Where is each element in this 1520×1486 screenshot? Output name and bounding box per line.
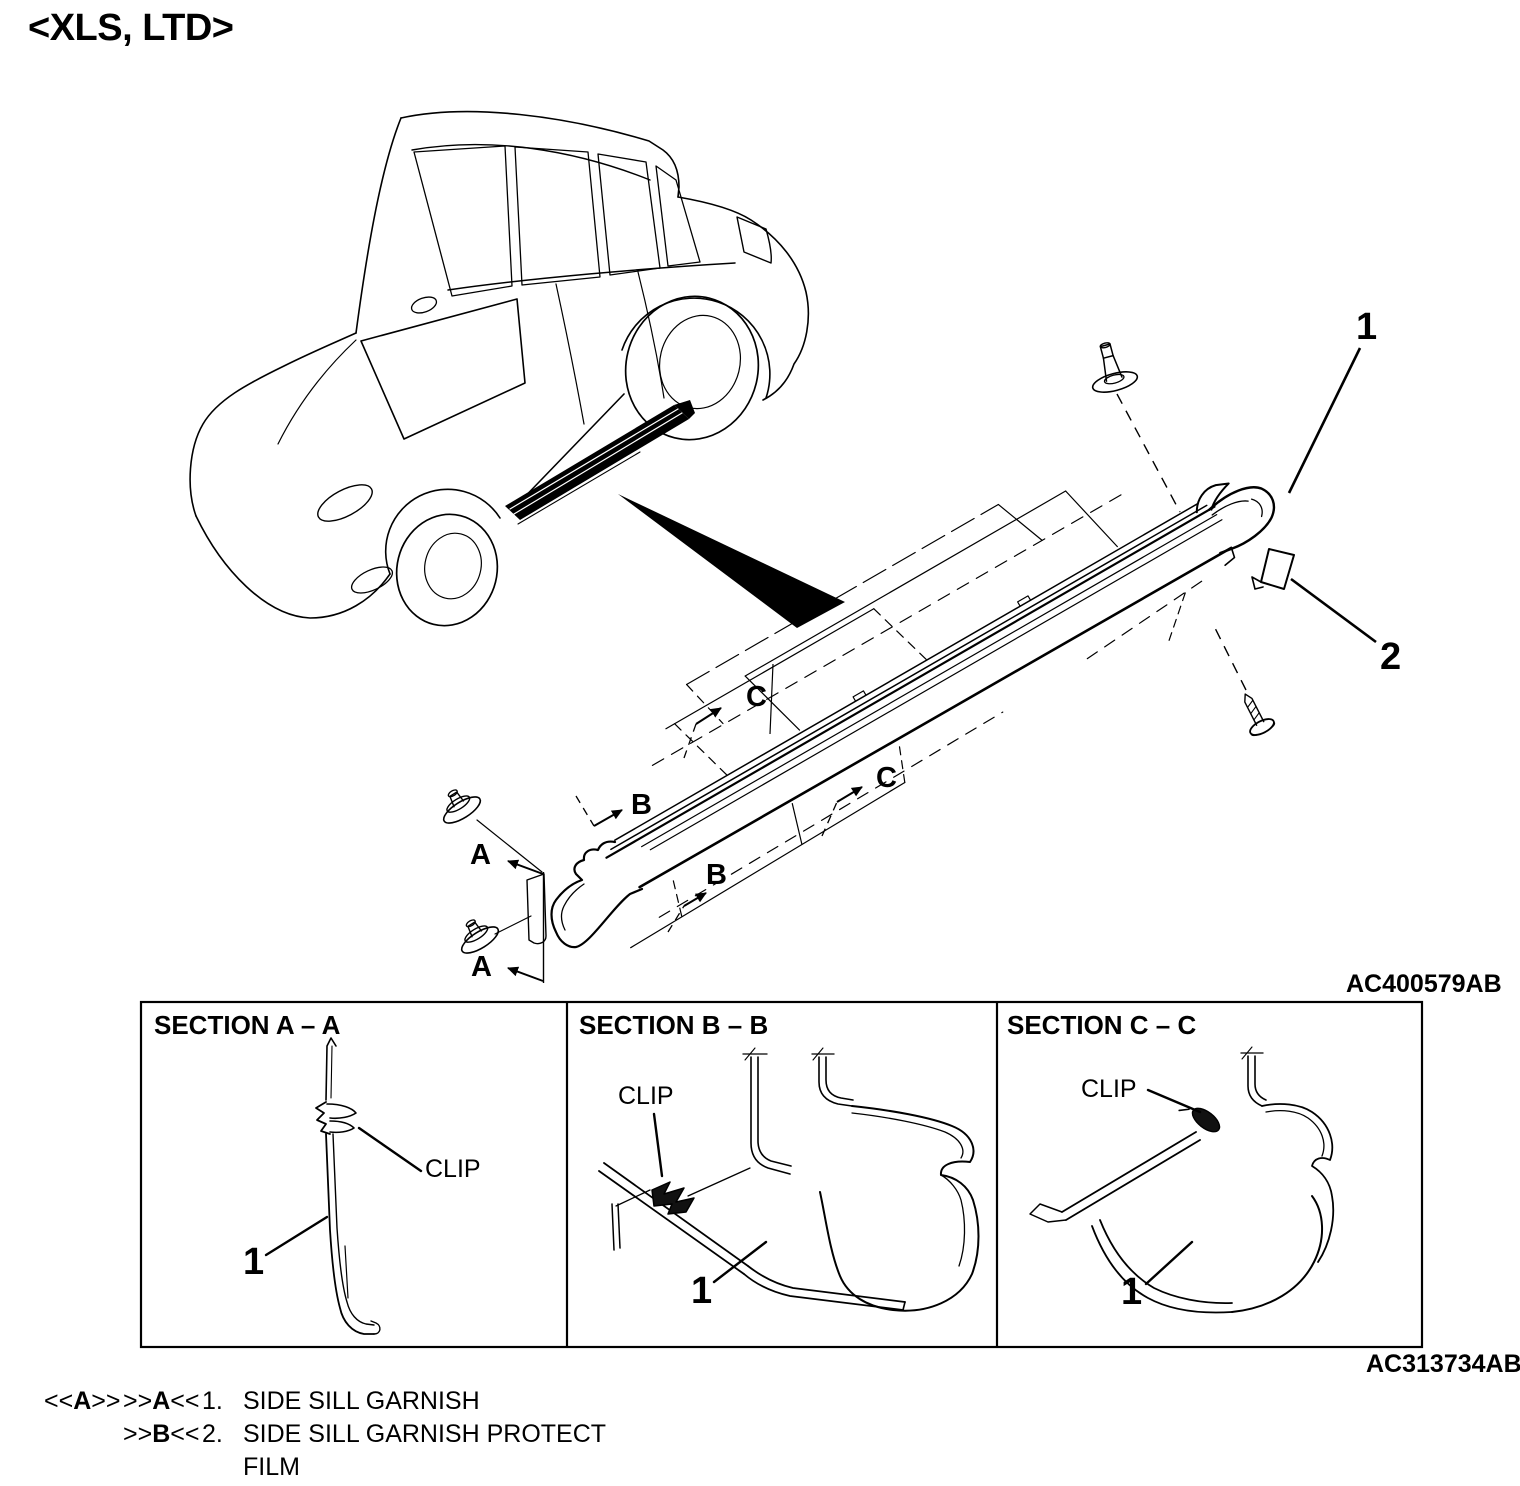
marker-pre: >> bbox=[123, 1387, 153, 1415]
rear-wheel bbox=[624, 295, 760, 441]
car-illustration bbox=[189, 110, 810, 627]
clip-label-b: CLIP bbox=[618, 1082, 674, 1110]
legend-item-marker: >>B<< bbox=[123, 1422, 199, 1447]
legend-item-name-line2: FILM bbox=[243, 1453, 300, 1481]
garnish-end-cap bbox=[1195, 482, 1276, 567]
section-arrow-a-label: A bbox=[470, 839, 491, 871]
leader-lines bbox=[1116, 347, 1377, 691]
fasteners bbox=[442, 342, 1295, 954]
section-a-drawing bbox=[264, 1037, 423, 1335]
legend-item-marker: >>A<< bbox=[123, 1389, 199, 1414]
section-b-title: SECTION B – B bbox=[579, 1010, 769, 1040]
callout-1: 1 bbox=[1356, 306, 1378, 348]
section-c-part-label: 1 bbox=[1121, 1271, 1143, 1313]
legend-item-name: SIDE SILL GARNISH bbox=[243, 1387, 480, 1415]
marker-letter: B bbox=[152, 1420, 171, 1448]
section-c-drawing bbox=[1029, 1046, 1335, 1314]
car-sill-highlight bbox=[505, 400, 695, 525]
section-c-title: SECTION C – C bbox=[1007, 1010, 1197, 1040]
garnish-front-end bbox=[550, 840, 644, 949]
legend-group-marker-letter: A bbox=[73, 1387, 92, 1415]
legend-group-marker-post: >> bbox=[91, 1387, 121, 1415]
figure-code-sections: AC313734AB bbox=[1366, 1350, 1520, 1378]
section-arrow-b-label: B bbox=[706, 859, 727, 891]
marker-post: << bbox=[170, 1420, 200, 1448]
protect-film-flap bbox=[1251, 576, 1264, 590]
protect-film-shape bbox=[1260, 548, 1295, 590]
clip-label-a: CLIP bbox=[425, 1155, 481, 1183]
marker-letter: A bbox=[152, 1387, 171, 1415]
section-arrow-a-label: A bbox=[471, 951, 492, 983]
figure-code-main: AC400579AB bbox=[1346, 970, 1502, 998]
callout-2: 2 bbox=[1380, 636, 1402, 678]
magnify-wedge bbox=[618, 494, 845, 628]
legend-item-name: SIDE SILL GARNISH PROTECT bbox=[243, 1420, 607, 1448]
clip-label-c: CLIP bbox=[1081, 1075, 1137, 1103]
legend-item-number: 2. bbox=[202, 1420, 223, 1448]
section-b-part-label: 1 bbox=[691, 1270, 713, 1312]
front-wheel bbox=[395, 513, 499, 627]
marker-pre: >> bbox=[123, 1420, 153, 1448]
legend-group-marker-pre: << bbox=[44, 1387, 74, 1415]
section-a-part-label: 1 bbox=[243, 1241, 265, 1283]
section-arrow-b-label: B bbox=[631, 789, 652, 821]
legend-item-number: 1. bbox=[202, 1387, 223, 1415]
section-cut-arrows bbox=[507, 663, 863, 983]
section-a-title: SECTION A – A bbox=[154, 1010, 341, 1040]
screw-icon bbox=[1244, 693, 1276, 737]
section-arrow-c-label: C bbox=[876, 762, 897, 794]
body-reference-grid bbox=[630, 489, 1205, 949]
pin-clip-icon bbox=[1091, 342, 1139, 393]
garnish-bar bbox=[605, 502, 1233, 889]
page-title: <XLS, LTD> bbox=[28, 7, 234, 49]
front-bracket-tab bbox=[526, 873, 547, 945]
sections-box bbox=[139, 1000, 1424, 1349]
legend-group-marker: <<A>> bbox=[44, 1389, 120, 1414]
section-b-drawing bbox=[598, 1047, 980, 1312]
side-sill-garnish-drawing bbox=[526, 482, 1276, 949]
push-clip-icon bbox=[442, 789, 482, 824]
marker-post: << bbox=[170, 1387, 200, 1415]
section-arrow-c-label: C bbox=[746, 681, 767, 713]
push-clip-icon bbox=[460, 919, 500, 954]
garnish-front-end-inner bbox=[560, 883, 585, 931]
